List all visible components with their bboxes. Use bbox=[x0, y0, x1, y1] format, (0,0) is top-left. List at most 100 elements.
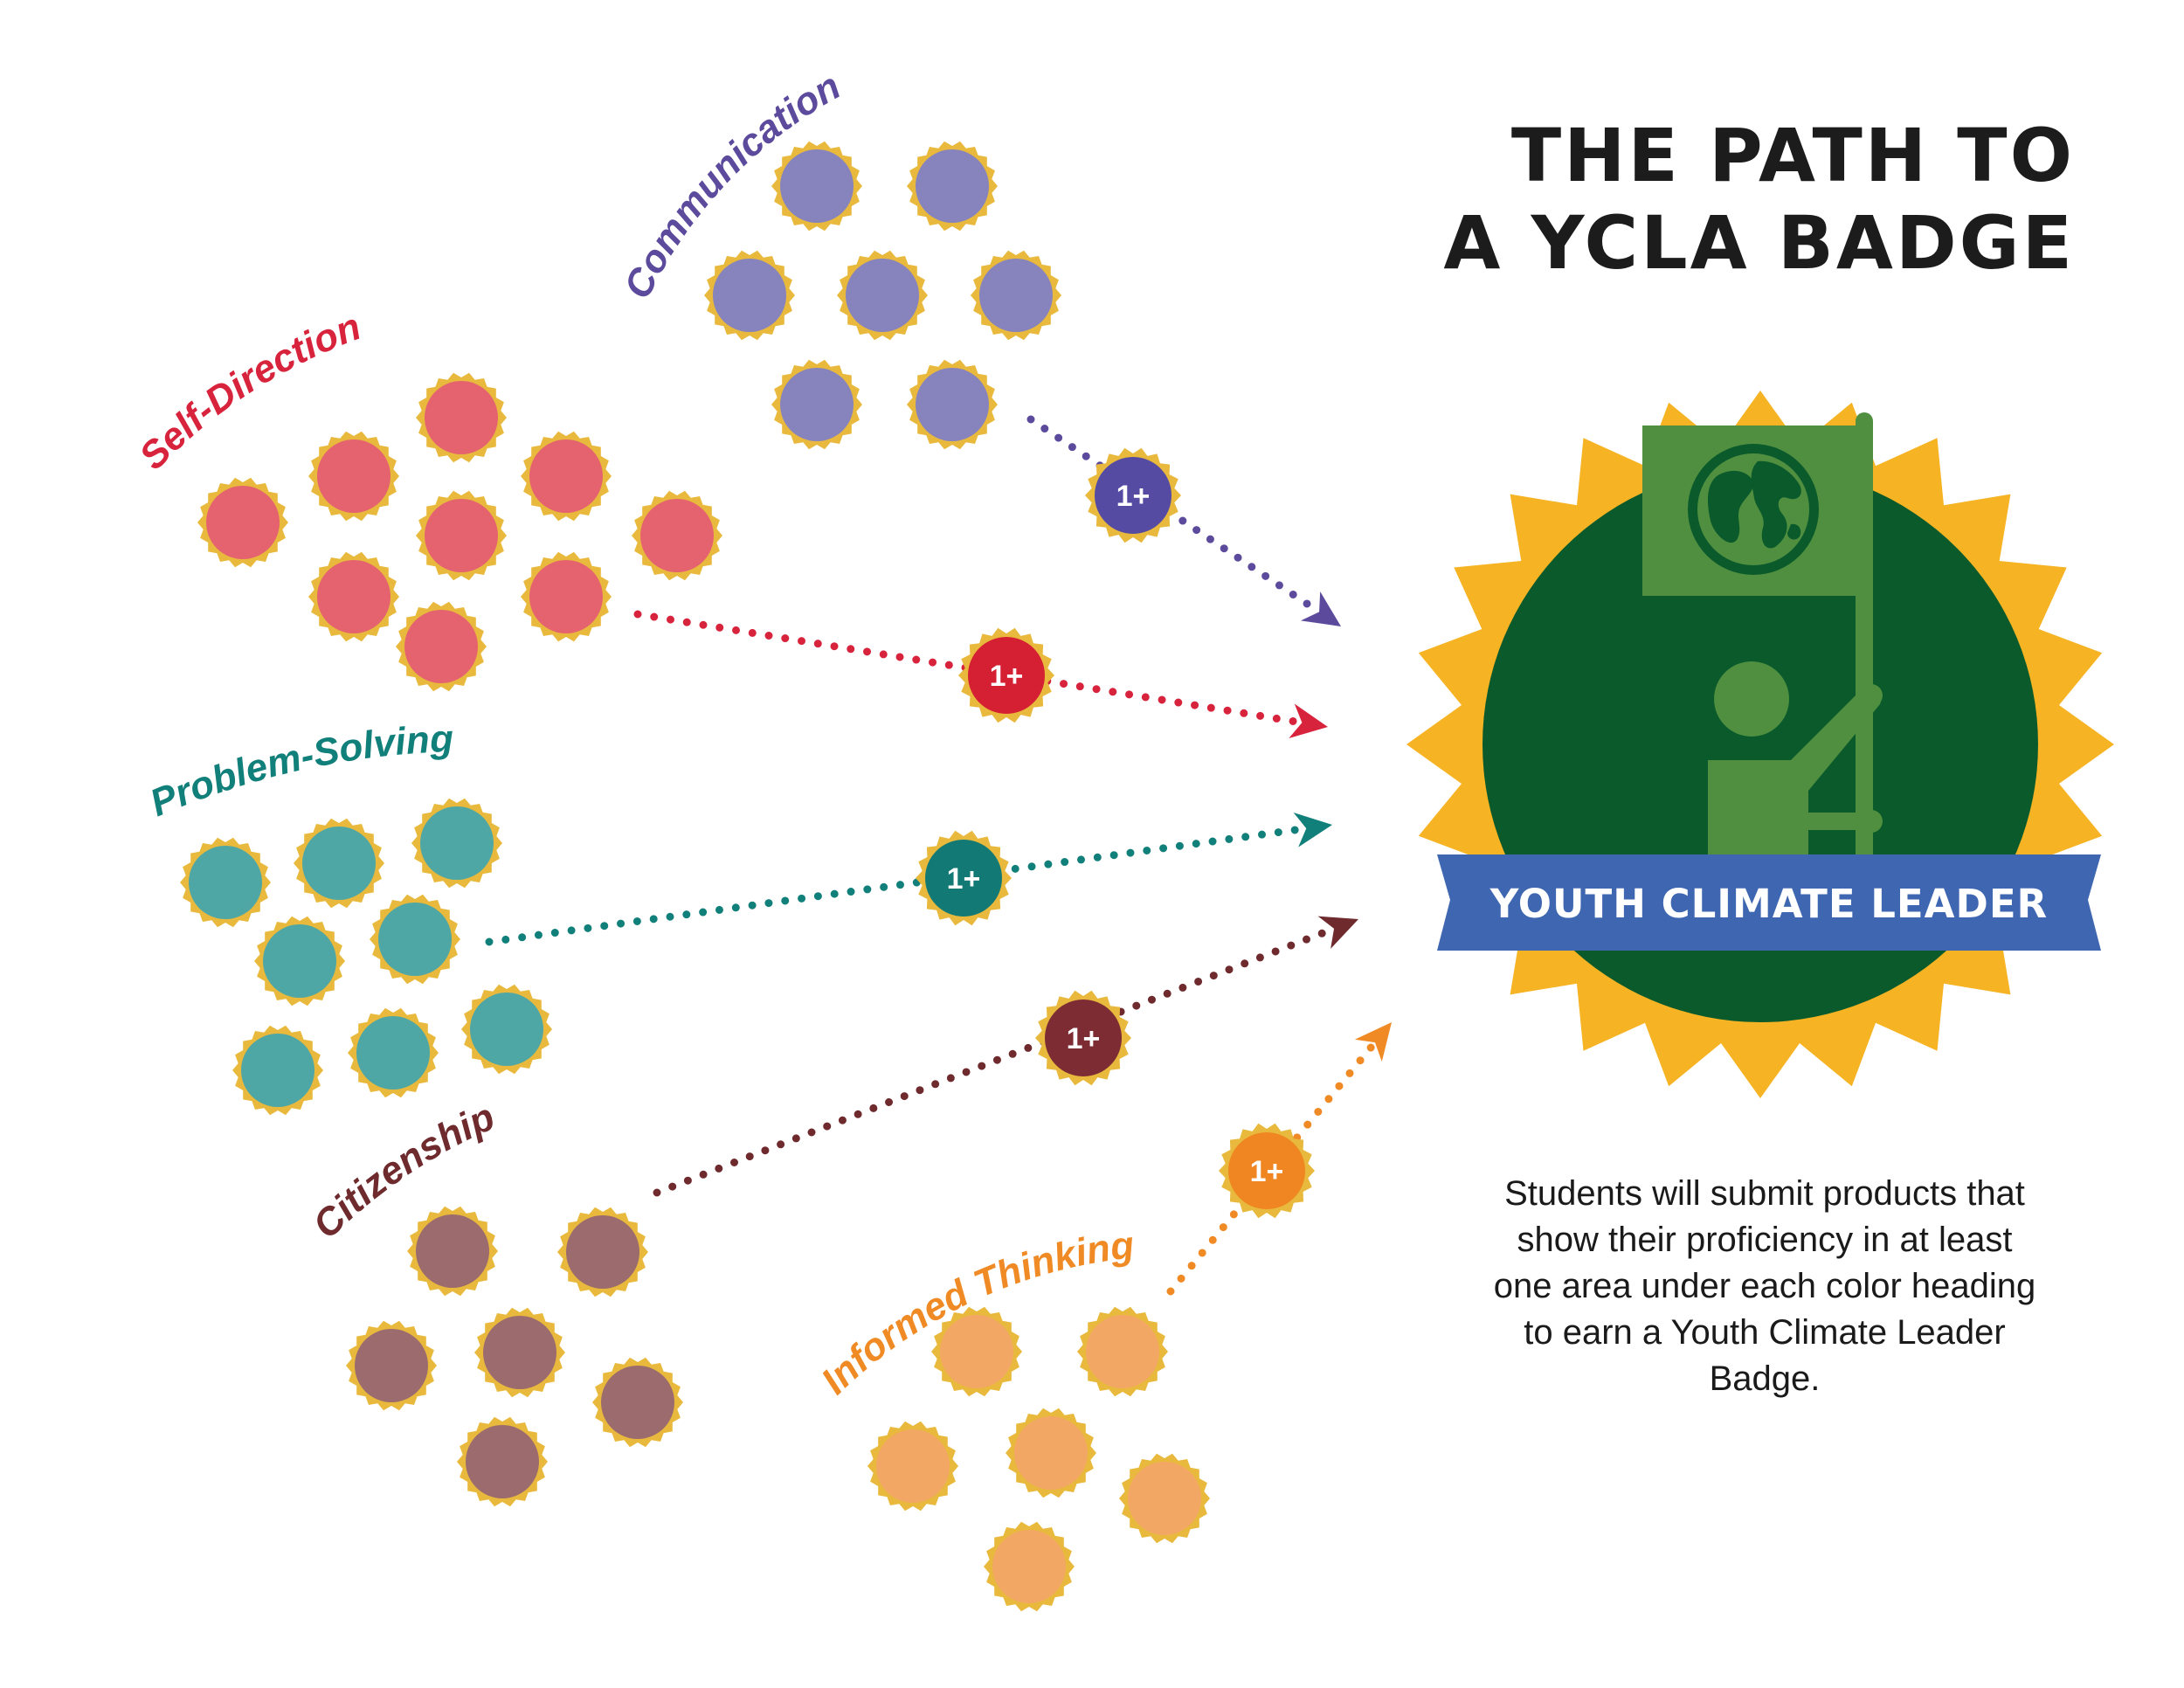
token-face bbox=[241, 1034, 314, 1107]
pill-face bbox=[925, 840, 1002, 917]
token-cluster-self-direction bbox=[197, 372, 722, 692]
arrow-communication bbox=[1026, 415, 1341, 626]
token-face bbox=[263, 924, 336, 998]
arrow-dots bbox=[653, 925, 1335, 1197]
token-face bbox=[317, 439, 390, 513]
token-citizenship-4 bbox=[346, 1320, 437, 1411]
token-informed-thinking-2 bbox=[1077, 1306, 1168, 1397]
token-self-direction-6 bbox=[308, 551, 399, 642]
token-problem-solving-6 bbox=[461, 984, 552, 1075]
token-self-direction-5 bbox=[416, 490, 507, 581]
token-communication-1 bbox=[771, 141, 862, 232]
token-face bbox=[378, 903, 452, 976]
token-face bbox=[640, 499, 714, 572]
token-citizenship-2 bbox=[557, 1207, 648, 1297]
token-problem-solving-2 bbox=[294, 818, 384, 909]
token-face bbox=[780, 149, 854, 223]
arrow-dots bbox=[1026, 415, 1321, 614]
token-self-direction-2 bbox=[308, 431, 399, 522]
flag-pole bbox=[1856, 418, 1873, 882]
arrow-head bbox=[1317, 916, 1358, 949]
token-face bbox=[483, 1316, 556, 1389]
arrow-dots bbox=[485, 825, 1307, 946]
token-face bbox=[425, 499, 498, 572]
token-self-direction-4 bbox=[197, 477, 288, 568]
arrow-dots bbox=[1166, 1041, 1377, 1296]
badge-banner: YOUTH CLIMATE LEADER bbox=[1437, 854, 2101, 951]
token-face bbox=[466, 1425, 539, 1498]
pill-face bbox=[1045, 1000, 1122, 1076]
token-face bbox=[601, 1366, 674, 1439]
token-face bbox=[992, 1530, 1066, 1603]
pill-face bbox=[1095, 457, 1171, 534]
pill-label: 1+ bbox=[1250, 1155, 1284, 1188]
token-cluster-citizenship bbox=[346, 1206, 683, 1507]
token-cluster-communication bbox=[704, 141, 1061, 450]
arrow-informed-thinking bbox=[1166, 1022, 1392, 1296]
arrow-head bbox=[1300, 591, 1341, 626]
token-communication-4 bbox=[837, 250, 928, 341]
banner-label: YOUTH CLIMATE LEADER bbox=[1489, 881, 2048, 927]
count-pills: 1+1+1+1+1+ bbox=[916, 447, 1315, 1219]
pill-citizenship: 1+ bbox=[1035, 990, 1131, 1086]
token-face bbox=[940, 1315, 1013, 1388]
token-communication-6 bbox=[771, 359, 862, 450]
token-problem-solving-4 bbox=[370, 894, 460, 985]
token-face bbox=[916, 368, 989, 441]
token-face bbox=[529, 560, 603, 633]
token-face bbox=[876, 1429, 950, 1503]
token-face bbox=[846, 259, 919, 332]
token-face bbox=[470, 993, 543, 1066]
badge-description: Students will submit products that show … bbox=[1493, 1174, 2036, 1398]
token-cluster-informed-thinking bbox=[867, 1306, 1210, 1612]
arrow-head bbox=[1354, 1022, 1392, 1062]
token-problem-solving-1 bbox=[411, 798, 502, 889]
token-face bbox=[317, 560, 390, 633]
arrow-head bbox=[1289, 703, 1328, 738]
token-communication-5 bbox=[971, 250, 1061, 341]
token-problem-solving-3 bbox=[180, 837, 271, 928]
arrow-problem-solving bbox=[485, 812, 1332, 946]
token-problem-solving-7 bbox=[348, 1007, 439, 1098]
pill-communication: 1+ bbox=[1085, 447, 1181, 543]
token-face bbox=[979, 259, 1053, 332]
pill-self-direction: 1+ bbox=[958, 627, 1054, 723]
token-problem-solving-8 bbox=[232, 1025, 323, 1116]
pill-informed-thinking: 1+ bbox=[1219, 1123, 1315, 1219]
token-self-direction-3 bbox=[521, 431, 612, 522]
token-clusters bbox=[180, 141, 1210, 1612]
token-self-direction-8 bbox=[632, 490, 722, 581]
arrow-head bbox=[1293, 812, 1332, 847]
token-face bbox=[404, 610, 478, 683]
token-informed-thinking-6 bbox=[984, 1521, 1075, 1612]
category-label-problem-solving: Problem-Solving bbox=[144, 717, 454, 825]
token-face bbox=[189, 846, 262, 919]
token-face bbox=[206, 486, 280, 559]
token-communication-2 bbox=[907, 141, 998, 232]
token-face bbox=[1014, 1416, 1088, 1490]
pill-label: 1+ bbox=[1067, 1022, 1101, 1055]
token-citizenship-6 bbox=[457, 1416, 548, 1507]
token-face bbox=[356, 1016, 430, 1090]
token-citizenship-3 bbox=[474, 1307, 565, 1398]
token-face bbox=[916, 149, 989, 223]
token-face bbox=[529, 439, 603, 513]
person-icon bbox=[1708, 661, 1883, 874]
token-face bbox=[1128, 1462, 1201, 1535]
ycla-badge: YOUTH CLIMATE LEADER bbox=[1406, 391, 2114, 1098]
token-face bbox=[1086, 1315, 1159, 1388]
flag-pole-cap bbox=[1856, 412, 1873, 430]
token-informed-thinking-5 bbox=[1119, 1453, 1210, 1544]
globe-icon bbox=[1688, 444, 1819, 575]
token-face bbox=[416, 1214, 489, 1288]
token-face bbox=[566, 1215, 639, 1289]
token-face bbox=[780, 368, 854, 441]
token-communication-7 bbox=[907, 359, 998, 450]
token-informed-thinking-3 bbox=[1006, 1408, 1096, 1498]
arrow-citizenship bbox=[653, 916, 1358, 1197]
token-citizenship-1 bbox=[407, 1206, 498, 1297]
token-face bbox=[302, 827, 376, 900]
title-line-1: THE PATH TO bbox=[1511, 113, 2075, 198]
token-informed-thinking-1 bbox=[931, 1306, 1022, 1397]
token-citizenship-5 bbox=[592, 1357, 683, 1448]
